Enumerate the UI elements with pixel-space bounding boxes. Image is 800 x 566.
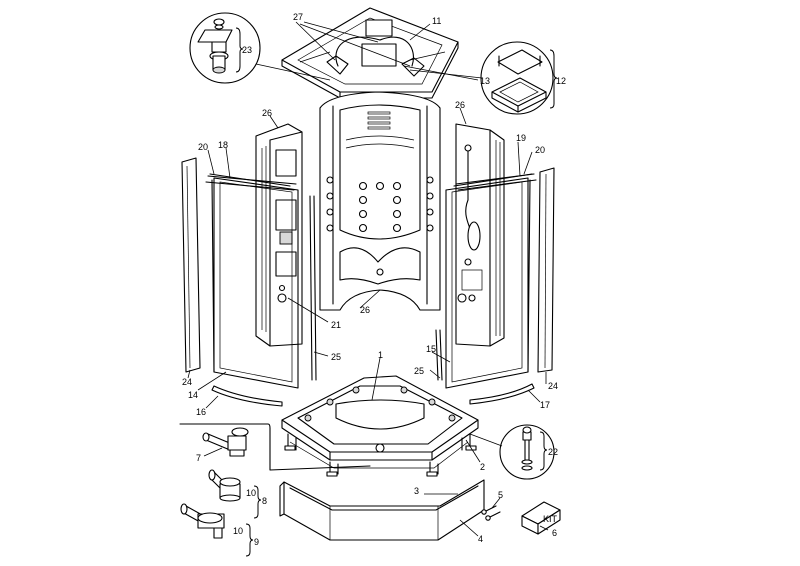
tray-support-frame: [284, 433, 477, 477]
front-apron: [279, 479, 485, 541]
waste-trap-7: [202, 427, 249, 457]
label-25-left: 25: [331, 352, 341, 362]
leader-lines: [187, 21, 549, 537]
right-side-glass-panel: [537, 167, 555, 373]
label-11: 11: [432, 16, 441, 26]
label-26-left: 26: [262, 108, 272, 118]
label-10-lower: 10: [233, 526, 243, 536]
label-24-right: 24: [548, 381, 558, 391]
label-19: 19: [516, 133, 526, 143]
left-side-column: [255, 123, 303, 347]
left-side-glass-panel: [181, 157, 201, 373]
bottom-rail-left: [211, 385, 283, 407]
back-wall-panel: [319, 91, 441, 311]
label-5: 5: [498, 490, 503, 500]
label-24-left: 24: [182, 377, 192, 387]
screws: [481, 505, 501, 521]
label-14: 14: [188, 390, 198, 400]
light-cable: [335, 36, 414, 67]
label-25-right: 25: [414, 366, 424, 376]
label-26-right: 26: [455, 100, 465, 110]
kit-box-label: KIT: [543, 514, 558, 524]
label-15: 15: [426, 344, 436, 354]
top-rail-right: [455, 173, 537, 191]
label-23: 23: [242, 45, 252, 55]
label-16: 16: [196, 407, 206, 417]
detail-12-callout: [409, 41, 558, 115]
label-12: 12: [556, 76, 566, 86]
fixing-kit-box: KIT: [521, 501, 561, 535]
label-21: 21: [331, 320, 341, 330]
label-20-right: 20: [535, 145, 545, 155]
label-20-left: 20: [198, 142, 208, 152]
shower-tray: [281, 375, 479, 461]
left-vertical-seal: [309, 195, 317, 381]
label-2: 2: [480, 462, 485, 472]
braces-8-9: [245, 485, 262, 557]
label-26-center: 26: [360, 305, 370, 315]
top-rail-left: [205, 175, 297, 191]
waste-trap-9: [180, 503, 225, 539]
label-10-upper: 10: [246, 488, 256, 498]
label-17: 17: [540, 400, 550, 410]
detail-22-callout: [469, 424, 555, 480]
roof-panel: [281, 7, 459, 99]
label-4: 4: [478, 534, 483, 544]
label-8: 8: [262, 496, 267, 506]
label-22: 22: [548, 447, 558, 457]
bottom-rail-right: [469, 383, 535, 405]
left-glass-door: [209, 173, 299, 389]
separator-line: [179, 423, 371, 471]
label-7: 7: [196, 453, 201, 463]
label-18: 18: [218, 140, 228, 150]
right-side-column: [455, 123, 505, 347]
label-27: 27: [293, 12, 303, 22]
label-6: 6: [552, 528, 557, 538]
part-number-labels: 27 11 23 12 13 26 26 20 18 19 20 26 21 2…: [182, 12, 566, 547]
label-9: 9: [254, 537, 259, 547]
label-3: 3: [414, 486, 419, 496]
waste-trap-8: [208, 469, 241, 502]
label-13: 13: [480, 76, 490, 86]
detail-23-callout: [189, 12, 331, 84]
label-1: 1: [378, 350, 383, 360]
